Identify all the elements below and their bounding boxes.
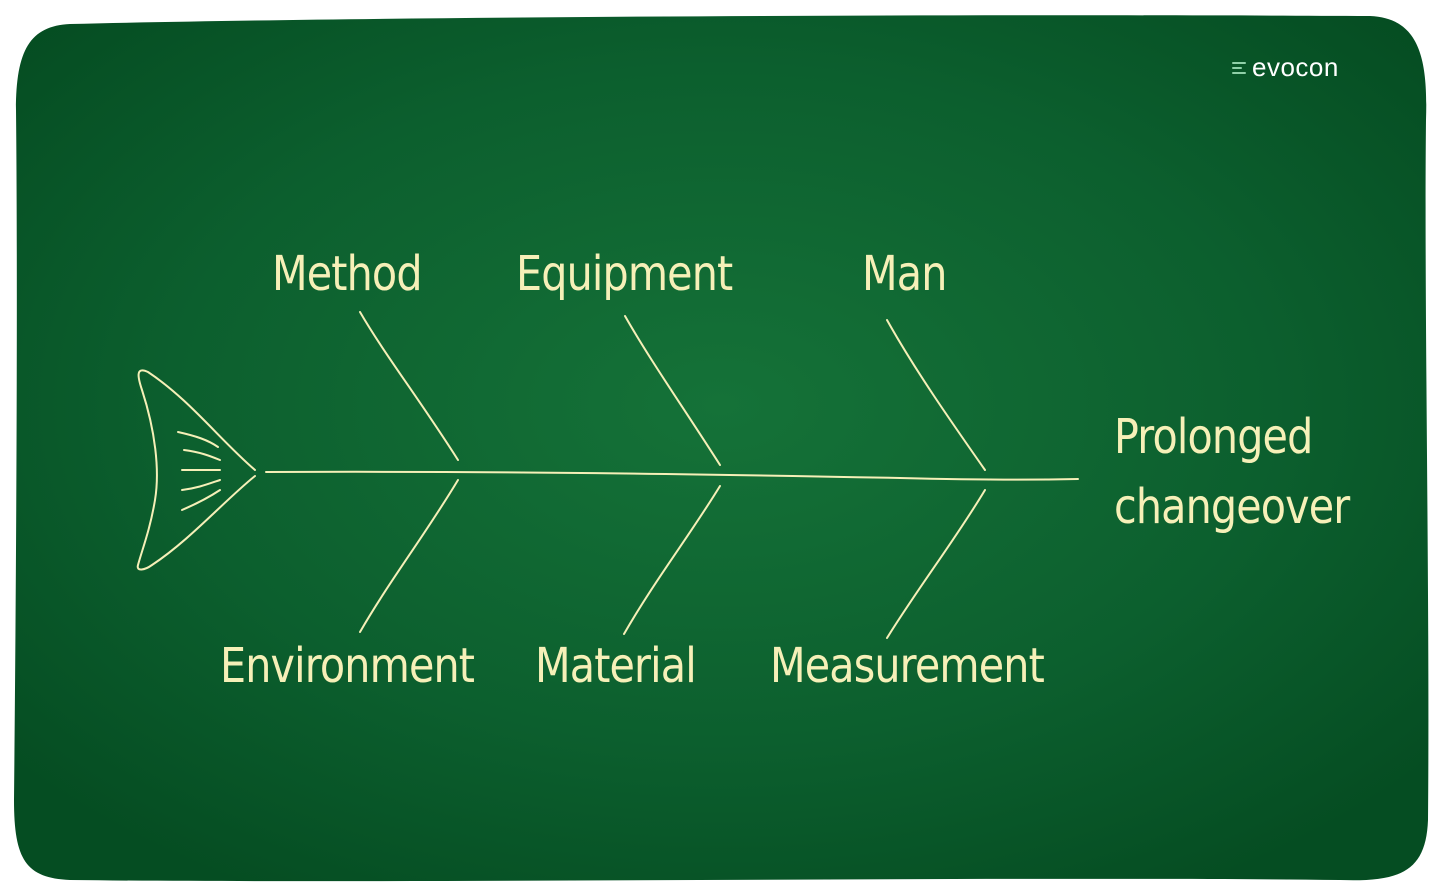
cause-label-man: Man <box>862 246 947 302</box>
cause-label-measurement: Measurement <box>770 638 1045 694</box>
tail-stroke <box>181 479 221 491</box>
cause-label-environment: Environment <box>220 638 475 694</box>
cause-label-method: Method <box>272 246 423 302</box>
bone-environment <box>359 479 459 633</box>
chalkboard-background <box>14 15 1429 882</box>
fishbone-spine <box>265 470 1079 481</box>
evocon-logo-icon <box>1232 61 1246 74</box>
cause-label-material: Material <box>535 638 697 694</box>
effect-line-2: changeover <box>1114 479 1350 535</box>
bone-method <box>359 311 459 461</box>
brand-name: evocon <box>1252 52 1339 82</box>
bone-man <box>886 319 986 471</box>
bone-equipment <box>624 315 721 466</box>
evocon-logo: evocon <box>1232 52 1339 83</box>
fish-tail-icon <box>136 369 256 571</box>
effect-line-1: Prolonged <box>1114 409 1313 465</box>
tail-stroke <box>177 431 219 448</box>
effect-label: Prolonged changeover <box>1114 402 1350 542</box>
cause-label-equipment: Equipment <box>516 246 733 302</box>
bone-material <box>623 485 721 635</box>
tail-stroke <box>183 449 221 461</box>
tail-stroke <box>181 489 221 511</box>
bone-measurement <box>886 489 986 639</box>
